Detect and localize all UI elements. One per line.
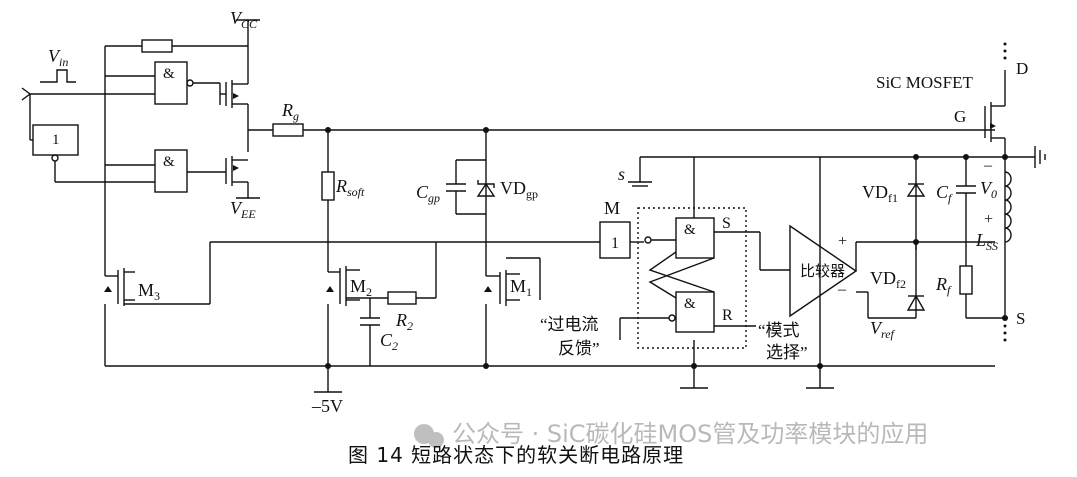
rg-label: Rg (281, 100, 299, 123)
s-terminal-label: S (1016, 309, 1025, 328)
and-upper-symbol: & (163, 66, 175, 82)
comparator-minus: – (837, 281, 847, 298)
and-gate-lower (154, 149, 188, 193)
mode-select-line1: “模式 (758, 321, 800, 340)
lss-label: LSS (975, 230, 998, 253)
r2-resistor (387, 291, 417, 305)
comparator (789, 224, 858, 318)
vdf2-label: VDf2 (870, 268, 906, 291)
vee-label: VEE (230, 198, 256, 221)
vref-label: Vref (870, 318, 896, 341)
r2-label: R2 (395, 310, 413, 333)
sr-s-label: S (722, 215, 731, 232)
g-terminal-label: G (954, 107, 966, 126)
comparator-label: 比较器 (800, 262, 845, 280)
lss-inductor (1004, 171, 1012, 243)
c2-label: C2 (380, 330, 398, 353)
sr-upper-symbol: & (684, 222, 696, 238)
m1-label: M1 (510, 276, 532, 299)
sr-r-label: R (722, 307, 733, 324)
mode-select-line2: 选择” (766, 343, 808, 362)
rg-resistor (272, 123, 304, 137)
m3-label: M3 (138, 280, 160, 303)
s-small-label: s (618, 164, 625, 184)
vdgp-label: VDgp (500, 178, 538, 201)
figure-caption: 图 14 短路状态下的软关断电路原理 (348, 443, 684, 467)
input-arrow (21, 87, 32, 101)
watermark-icon (414, 424, 444, 448)
rsoft-resistor (321, 171, 335, 201)
vdf2-diode (906, 294, 926, 311)
vcc-label: VCC (230, 8, 258, 31)
rsoft-label: Rsoft (335, 176, 365, 199)
and-lower-symbol: & (163, 154, 175, 170)
m2-label: M2 (350, 276, 372, 299)
sr-upper-and (675, 217, 715, 259)
sr-lower-and (675, 291, 715, 333)
sic-mosfet-label: SiC MOSFET (876, 73, 973, 92)
vdf1-label: VDf1 (862, 182, 898, 205)
cf-label: Cf (936, 182, 953, 205)
m-label: M (604, 198, 620, 218)
logic-box-dotted (637, 207, 747, 349)
vdgp-diode (476, 182, 496, 197)
rf-label: Rf (935, 274, 952, 297)
overcurrent-feedback-line1: “过电流 (540, 315, 599, 334)
m-block-one: 1 (611, 235, 619, 252)
rf-resistor (959, 265, 973, 295)
cgp-label: Cgp (416, 182, 440, 205)
d-terminal-label: D (1016, 59, 1028, 78)
overcurrent-feedback-line2: 反馈” (558, 339, 600, 358)
sr-lower-symbol: & (684, 296, 696, 312)
comparator-plus: + (838, 233, 847, 250)
neg5v-label: –5V (311, 396, 343, 416)
top-resistor (141, 39, 173, 53)
watermark-text: 公众号 · SiC碳化硅MOS管及功率模块的应用 (452, 420, 928, 448)
m-block (599, 221, 631, 259)
vdf1-diode (906, 182, 926, 197)
v0-label: V0 (980, 178, 997, 201)
v0-minus: – (983, 157, 993, 174)
v0-plus: + (984, 211, 993, 228)
vin-pulse (40, 69, 76, 83)
vin-label: Vin (48, 46, 68, 69)
inverter-one: 1 (52, 132, 60, 148)
